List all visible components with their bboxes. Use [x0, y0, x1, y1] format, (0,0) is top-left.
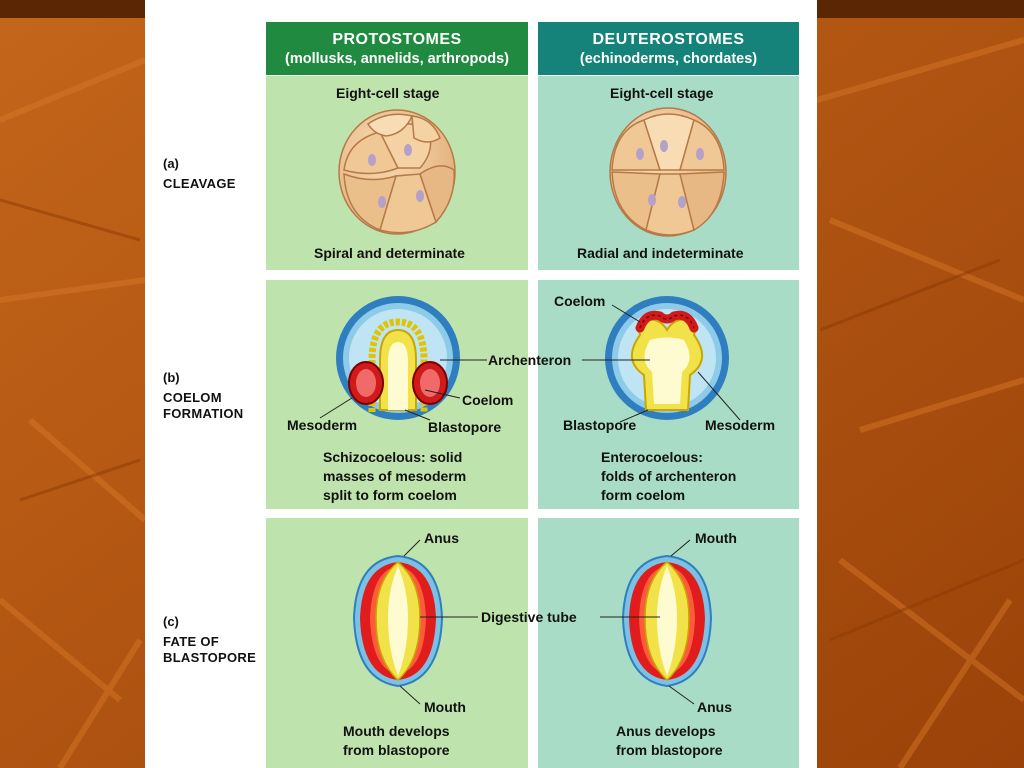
proto-coelom-label: Coelom: [462, 391, 513, 409]
deut-bottom-label: Anus: [697, 698, 732, 716]
proto-fate-description: Mouth develops from blastopore: [343, 722, 450, 760]
proto-fate-desc-1: Mouth develops: [343, 722, 450, 741]
proto-stage-label: Eight-cell stage: [336, 84, 439, 102]
deut-fate-desc-2: from blastopore: [616, 741, 723, 760]
deut-mesoderm-label: Mesoderm: [705, 416, 775, 434]
proto-cleavage-type: Spiral and determinate: [314, 244, 465, 262]
deut-coelom-description: Enterocoelous: folds of archenteron form…: [601, 448, 736, 505]
proto-bottom-label: Mouth: [424, 698, 466, 716]
proto-coelom-illustration: [336, 296, 460, 420]
deut-coelom-desc-3: form coelom: [601, 486, 736, 505]
deut-coelom-illustration: [605, 296, 729, 420]
proto-coelom-desc-1: Schizocoelous: solid: [323, 448, 466, 467]
proto-coelom-desc-2: masses of mesoderm: [323, 467, 466, 486]
deut-blastopore-label: Blastopore: [563, 416, 636, 434]
deut-coelom-desc-1: Enterocoelous:: [601, 448, 736, 467]
deut-coelom-label: Coelom: [554, 292, 605, 310]
proto-blastopore-label: Blastopore: [428, 418, 501, 436]
deut-fate-illustration: [623, 556, 711, 686]
archenteron-label: Archenteron: [488, 351, 571, 369]
proto-top-label: Anus: [424, 529, 459, 547]
proto-mesoderm-label: Mesoderm: [287, 416, 357, 434]
proto-embryo-illustration: [339, 110, 455, 234]
proto-coelom-description: Schizocoelous: solid masses of mesoderm …: [323, 448, 466, 505]
deut-coelom-desc-2: folds of archenteron: [601, 467, 736, 486]
proto-coelom-desc-3: split to form coelom: [323, 486, 466, 505]
deut-top-label: Mouth: [695, 529, 737, 547]
deut-embryo-illustration: [610, 108, 726, 236]
deut-cleavage-type: Radial and indeterminate: [577, 244, 743, 262]
proto-fate-desc-2: from blastopore: [343, 741, 450, 760]
deut-stage-label: Eight-cell stage: [610, 84, 713, 102]
deut-fate-desc-1: Anus develops: [616, 722, 723, 741]
digestive-tube-label: Digestive tube: [481, 608, 577, 626]
proto-fate-illustration: [354, 556, 442, 686]
deut-fate-description: Anus develops from blastopore: [616, 722, 723, 760]
